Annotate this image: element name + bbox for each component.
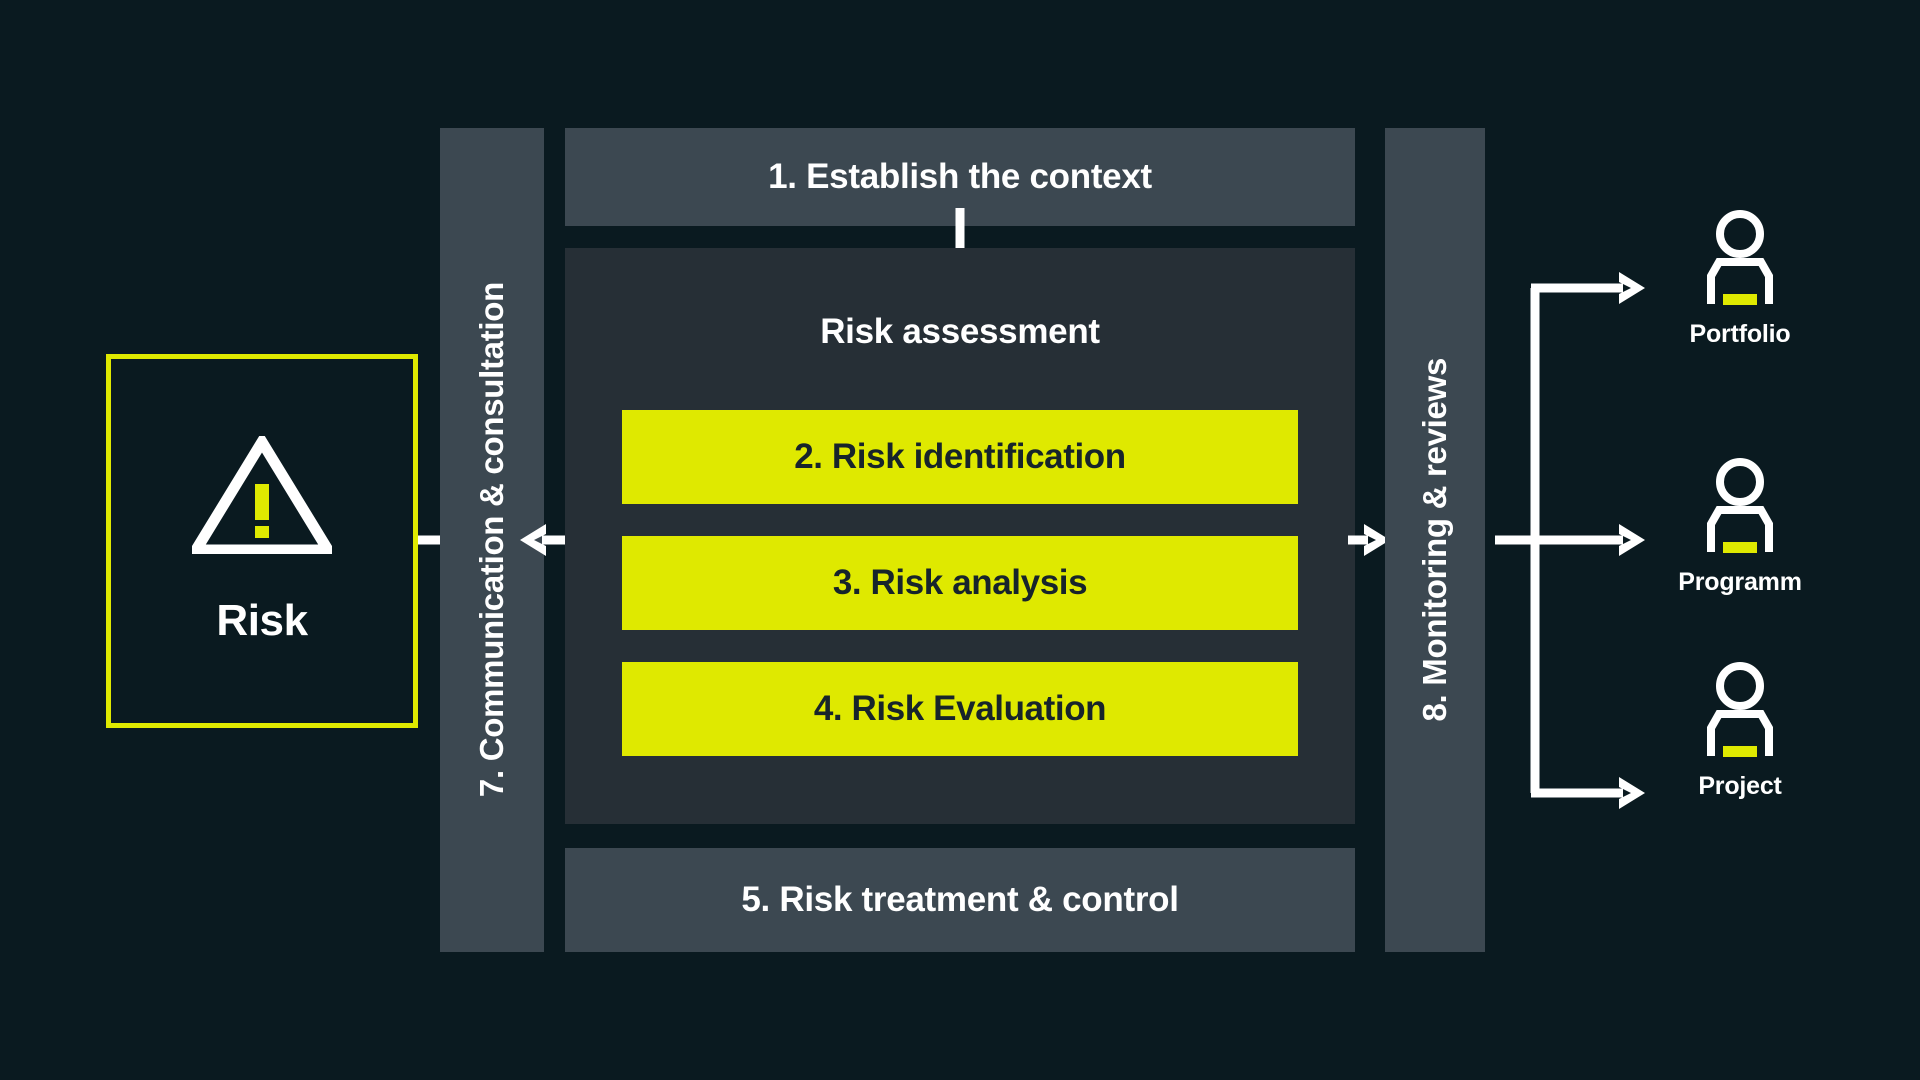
risk-treatment-control-box: 5. Risk treatment & control [565,848,1355,952]
person-icon [1707,210,1773,305]
risk-assessment-box: Risk assessment 2. Risk identification 3… [565,248,1355,824]
warning-triangle-icon [192,436,332,554]
monitoring-reviews-label: 8. Monitoring & reviews [1416,358,1453,722]
arrow-process-to-monitoring [1348,524,1390,556]
output-programm-label: Programm [1678,568,1802,596]
risk-source-label: Risk [216,596,308,645]
arrow-branch-to-outputs [1495,272,1645,809]
risk-step-evaluation[interactable]: 4. Risk Evaluation [622,662,1298,756]
output-project[interactable]: Project [1640,660,1840,801]
risk-treatment-control-label: 5. Risk treatment & control [741,880,1179,919]
risk-step-identification[interactable]: 2. Risk identification [622,410,1298,504]
risk-step-analysis[interactable]: 3. Risk analysis [622,536,1298,630]
risk-source-box: Risk [106,354,418,728]
person-icon [1707,458,1773,553]
output-portfolio-label: Portfolio [1689,320,1791,348]
communication-consultation-label: 7. Communication & consultation [473,282,510,798]
risk-assessment-step-list: 2. Risk identification 3. Risk analysis … [622,410,1298,756]
output-programm[interactable]: Programm [1640,456,1840,597]
risk-step-analysis-label: 3. Risk analysis [832,563,1088,602]
output-project-label: Project [1698,772,1782,800]
establish-context-label: 1. Establish the context [768,157,1152,196]
risk-step-identification-label: 2. Risk identification [794,437,1126,476]
risk-step-evaluation-label: 4. Risk Evaluation [813,689,1107,728]
output-portfolio[interactable]: Portfolio [1640,208,1840,349]
risk-assessment-title: Risk assessment [820,312,1100,351]
person-icon [1707,662,1773,757]
monitoring-reviews-bar: 8. Monitoring & reviews [1385,128,1485,952]
